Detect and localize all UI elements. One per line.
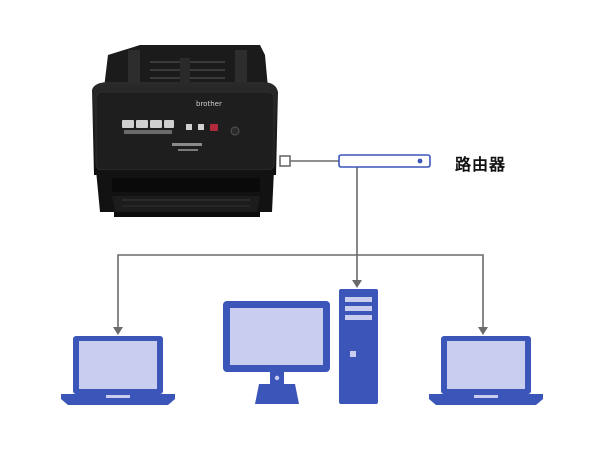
desktop-computer	[223, 289, 378, 404]
arrow-to-right-laptop	[478, 327, 488, 335]
router-label: 路由器	[455, 155, 507, 174]
connector-lines	[117, 155, 484, 333]
tower-bay	[345, 315, 372, 320]
laptop-right	[429, 336, 543, 405]
tower-bay	[345, 306, 372, 311]
laptop-base	[61, 394, 175, 405]
scanner-tray-guide-right	[235, 50, 247, 86]
monitor-power-dot	[274, 375, 280, 381]
scanner-model-label	[178, 149, 198, 151]
arrow-to-left-laptop	[113, 327, 123, 335]
scanner-stop-button	[210, 124, 218, 131]
tower-power-button	[350, 351, 356, 357]
scanner-port	[279, 155, 291, 167]
scanner-indicator	[198, 124, 204, 130]
scanner-tray-guide-left	[128, 50, 140, 86]
arrow-to-desktop	[352, 280, 362, 288]
scanner-button	[124, 130, 172, 134]
scanner-button	[150, 120, 162, 128]
monitor-stand	[255, 384, 299, 404]
scanner-output-slot	[112, 178, 260, 192]
scanner-model-label	[172, 143, 202, 146]
router-body	[338, 154, 431, 168]
laptop-left	[61, 336, 175, 405]
laptop-screen	[79, 341, 157, 389]
router-led	[417, 158, 423, 164]
scanner-indicator	[186, 124, 192, 130]
scanner-button	[122, 120, 134, 128]
scanner: brother	[92, 45, 278, 217]
scanner-power-button	[230, 126, 240, 136]
bus-line	[117, 254, 484, 333]
laptop-screen	[447, 341, 525, 389]
router	[338, 154, 431, 168]
scanner-brand-logo: brother	[196, 100, 222, 108]
scanner-tray-center	[180, 58, 190, 84]
laptop-base	[429, 394, 543, 405]
scanner-button	[164, 120, 174, 128]
scanner-front-panel	[95, 91, 275, 171]
tower-bay	[345, 297, 372, 302]
monitor-screen	[230, 308, 323, 365]
laptop-trackpad-notch	[474, 395, 498, 398]
laptop-trackpad-notch	[106, 395, 130, 398]
scanner-foot	[114, 212, 260, 217]
scanner-button	[136, 120, 148, 128]
